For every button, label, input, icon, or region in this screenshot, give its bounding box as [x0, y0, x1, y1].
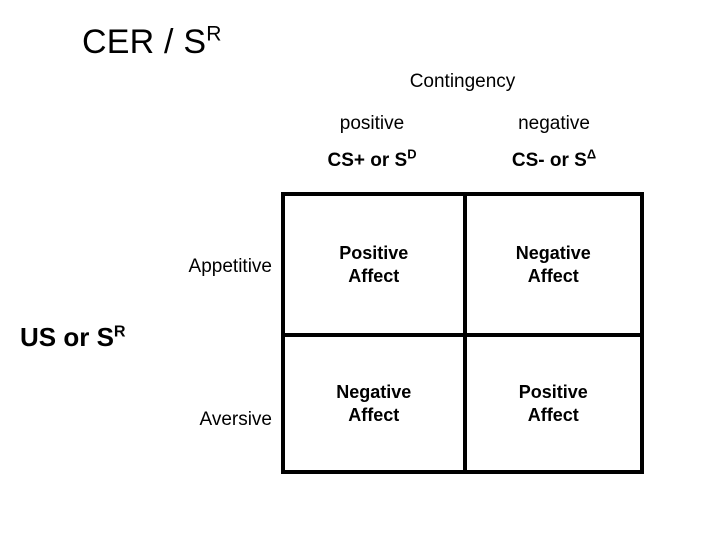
page-title-main: CER / S: [82, 23, 207, 61]
column-header-positive-label: positive: [339, 113, 405, 134]
row-header-aversive: Aversive: [199, 409, 272, 430]
matrix-cell-appetitive-negative: Negative Affect: [462, 196, 640, 333]
column-header-negative-code: CS- or SΔ: [463, 146, 645, 172]
page-title: CER / SR: [82, 22, 222, 62]
column-axis-title: Contingency: [409, 71, 516, 92]
matrix-cell-line2: Affect: [527, 265, 579, 286]
matrix-cell-line1: Positive: [339, 242, 409, 263]
matrix-cell-line1: Negative: [515, 242, 591, 263]
matrix-cell-appetitive-positive: Positive Affect: [285, 196, 463, 333]
matrix-cell-text: Positive Affect: [339, 242, 408, 288]
column-header-positive-code-main: CS+ or S: [327, 150, 408, 171]
column-header-negative-code-superscript: Δ: [586, 146, 597, 162]
matrix-cell-text: Negative Affect: [336, 381, 411, 427]
matrix-cell-aversive-positive: Negative Affect: [285, 333, 463, 470]
row-axis-title-main: US or S: [20, 322, 114, 352]
column-header-positive-code-superscript: D: [407, 146, 417, 162]
matrix-cell-line2: Affect: [348, 265, 400, 286]
column-header-positive-code: CS+ or SD: [281, 146, 463, 172]
column-header-negative-code-main: CS- or S: [511, 150, 587, 171]
matrix-cell-text: Positive Affect: [519, 381, 588, 427]
row-header-appetitive: Appetitive: [188, 256, 272, 277]
matrix-cell-line1: Negative: [336, 381, 412, 402]
contingency-matrix: Positive Affect Negative Affect Negative…: [281, 192, 644, 474]
row-axis-title-superscript: R: [113, 322, 126, 341]
matrix-cell-line2: Affect: [527, 404, 579, 425]
matrix-cell-aversive-negative: Positive Affect: [462, 333, 640, 470]
row-axis-title: US or SR: [20, 322, 126, 352]
matrix-cell-text: Negative Affect: [516, 242, 591, 288]
column-header-negative-label: negative: [518, 113, 590, 134]
page-title-superscript: R: [206, 22, 222, 46]
matrix-cell-line1: Positive: [518, 381, 588, 402]
matrix-cell-line2: Affect: [348, 404, 400, 425]
